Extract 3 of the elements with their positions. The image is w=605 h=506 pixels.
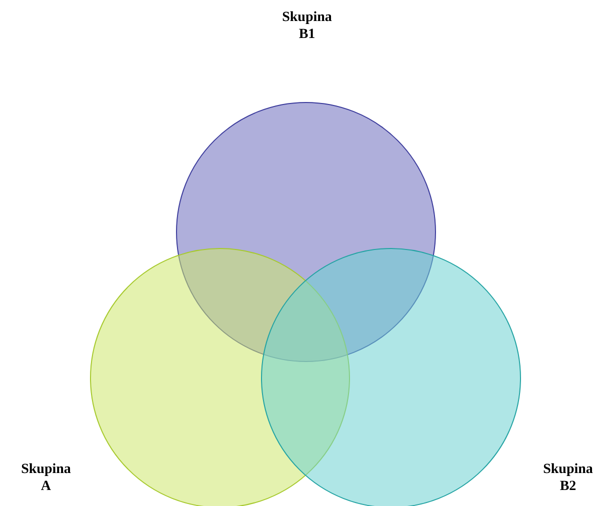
set-label: Skupina A — [21, 461, 71, 495]
set-label: Skupina B1 — [282, 9, 332, 43]
set-label: Skupina B2 — [543, 461, 593, 495]
